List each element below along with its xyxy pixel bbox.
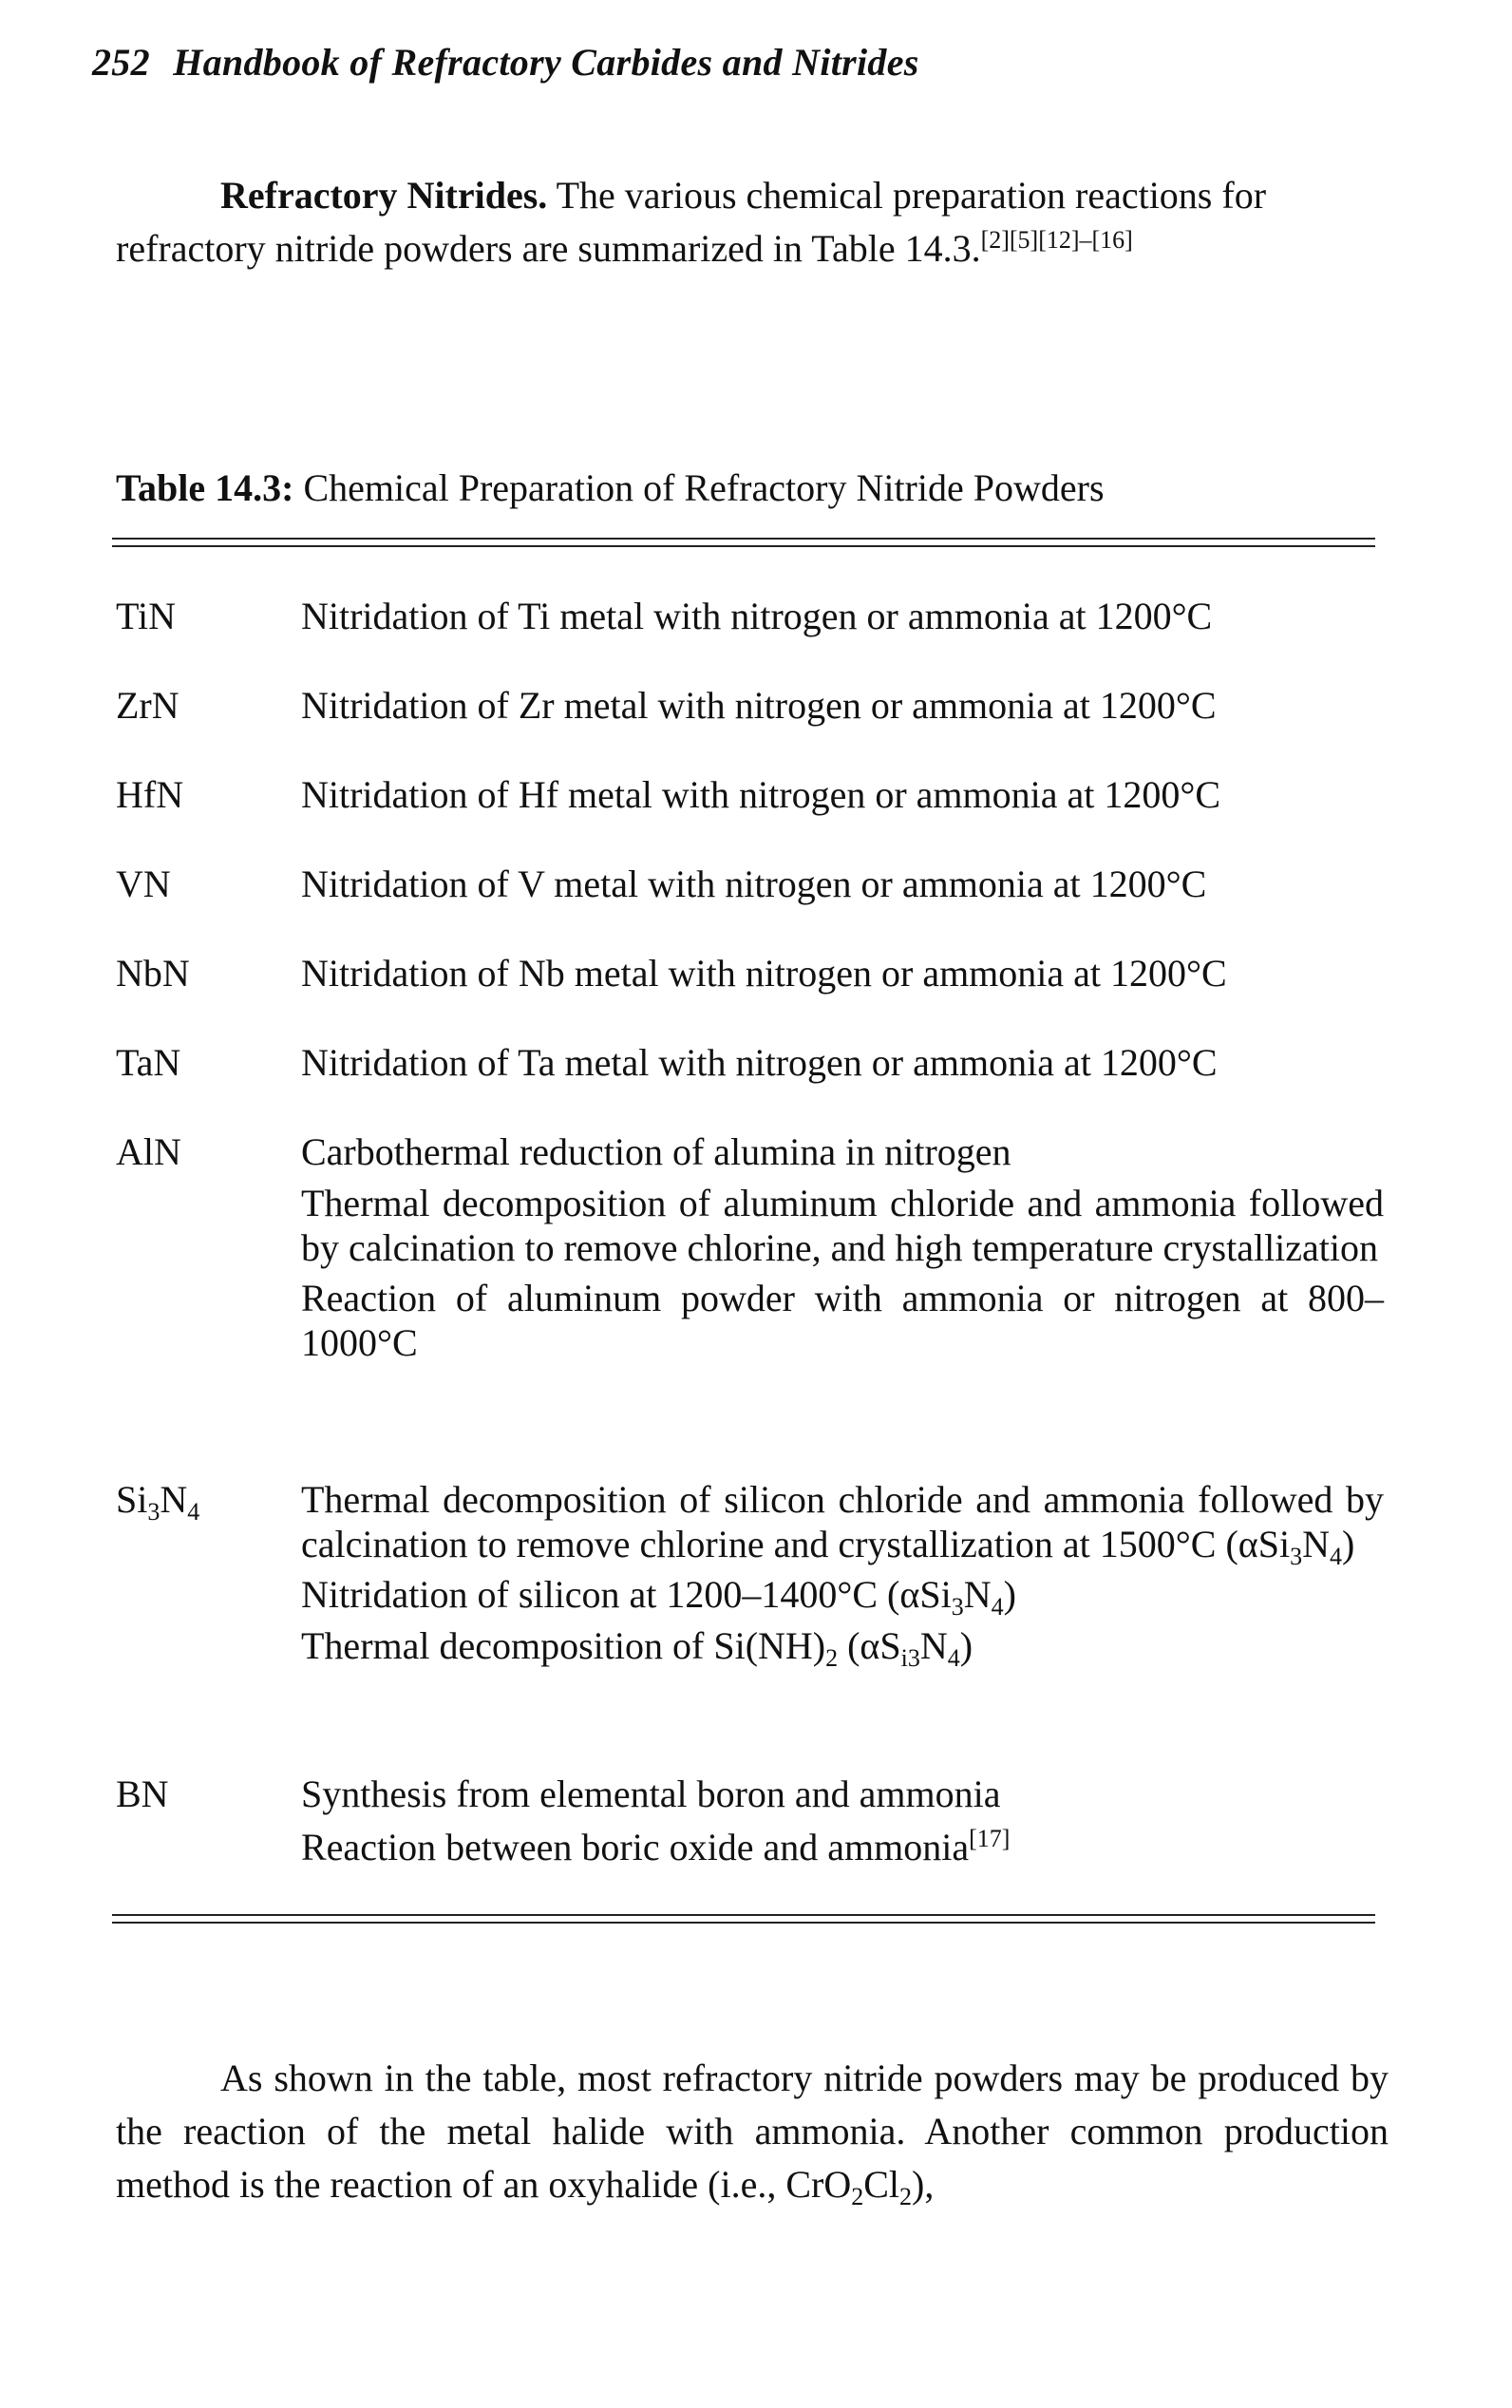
table-row: VN Nitridation of V metal with nitrogen … <box>116 862 1389 951</box>
book-title: Handbook of Refractory Carbides and Nitr… <box>173 41 919 84</box>
intro-paragraph: Refractory Nitrides. The various chemica… <box>116 169 1389 275</box>
table-citation: [17] <box>969 1825 1011 1852</box>
table-row: ZrN Nitridation of Zr metal with nitroge… <box>116 683 1389 772</box>
method-cell: Synthesis from elemental boron and ammon… <box>301 1773 1001 1815</box>
intro-text-line2: refractory nitride powders are summarize… <box>116 227 981 270</box>
section-run-in-heading: Refractory Nitrides. <box>220 174 548 217</box>
method-cell: Nitridation of Zr metal with nitrogen or… <box>301 684 1217 727</box>
method-cell: Carbothermal reduction of alumina in nit… <box>301 1130 1011 1173</box>
intro-citation: [2][5][12]–[16] <box>980 226 1133 254</box>
intro-text-line1: The various chemical preparation reactio… <box>547 174 1267 217</box>
table-row: BN Synthesis from elemental boron and am… <box>116 1772 1389 1870</box>
compound-cell: BN <box>116 1773 169 1815</box>
page-number: 252 <box>92 41 150 84</box>
method-cell: Reaction of aluminum powder with ammonia… <box>301 1277 1384 1364</box>
table-bottom-rule <box>112 1914 1375 1916</box>
body-text: As shown in the table, most refractory n… <box>116 2057 1389 2206</box>
compound-cell: NbN <box>116 952 190 995</box>
method-cell: Nitridation of silicon at 1200–1400°C (α… <box>301 1573 1016 1621</box>
method-cell: Thermal decomposition of aluminum chlori… <box>301 1182 1384 1269</box>
table-row: HfN Nitridation of Hf metal with nitroge… <box>116 772 1389 862</box>
table-caption: Table 14.3: Chemical Preparation of Refr… <box>116 465 1105 510</box>
body-paragraph: As shown in the table, most refractory n… <box>116 2057 1389 2210</box>
method-cell: Thermal decomposition of Si(NH)2 (αSi3N4… <box>301 1624 973 1672</box>
table-row: AlN Carbothermal reduction of alumina in… <box>116 1129 1389 1477</box>
table-bottom-rule-2 <box>112 1922 1375 1924</box>
compound-cell: VN <box>116 863 171 905</box>
method-cell: Nitridation of Nb metal with nitrogen or… <box>301 952 1227 995</box>
table-row: TaN Nitridation of Ta metal with nitroge… <box>116 1040 1389 1129</box>
compound-cell: Si3N4 <box>116 1478 200 1526</box>
table-title: Chemical Preparation of Refractory Nitri… <box>303 466 1105 509</box>
table-top-rule <box>112 538 1375 540</box>
method-cell: Nitridation of Hf metal with nitrogen or… <box>301 773 1221 816</box>
table-row: Si3N4 Thermal decomposition of silicon c… <box>116 1477 1389 1772</box>
method-cell: Nitridation of V metal with nitrogen or … <box>301 863 1207 905</box>
method-cell: Nitridation of Ta metal with nitrogen or… <box>301 1041 1218 1084</box>
table-label: Table 14.3: <box>116 466 294 509</box>
nitride-table: TiN Nitridation of Ti metal with nitroge… <box>116 594 1389 1870</box>
table-top-rule-2 <box>112 545 1375 547</box>
running-head: 252 Handbook of Refractory Carbides and … <box>92 40 919 85</box>
method-cell: Thermal decomposition of silicon chlorid… <box>301 1478 1384 1570</box>
compound-cell: ZrN <box>116 684 180 727</box>
table-row: TiN Nitridation of Ti metal with nitroge… <box>116 594 1389 683</box>
compound-cell: AlN <box>116 1130 181 1173</box>
method-cell: Reaction between boric oxide and ammonia… <box>301 1825 1011 1868</box>
compound-cell: TiN <box>116 595 177 637</box>
table-row: NbN Nitridation of Nb metal with nitroge… <box>116 951 1389 1040</box>
compound-cell: TaN <box>116 1041 181 1084</box>
method-cell: Nitridation of Ti metal with nitrogen or… <box>301 595 1213 637</box>
compound-cell: HfN <box>116 773 184 816</box>
